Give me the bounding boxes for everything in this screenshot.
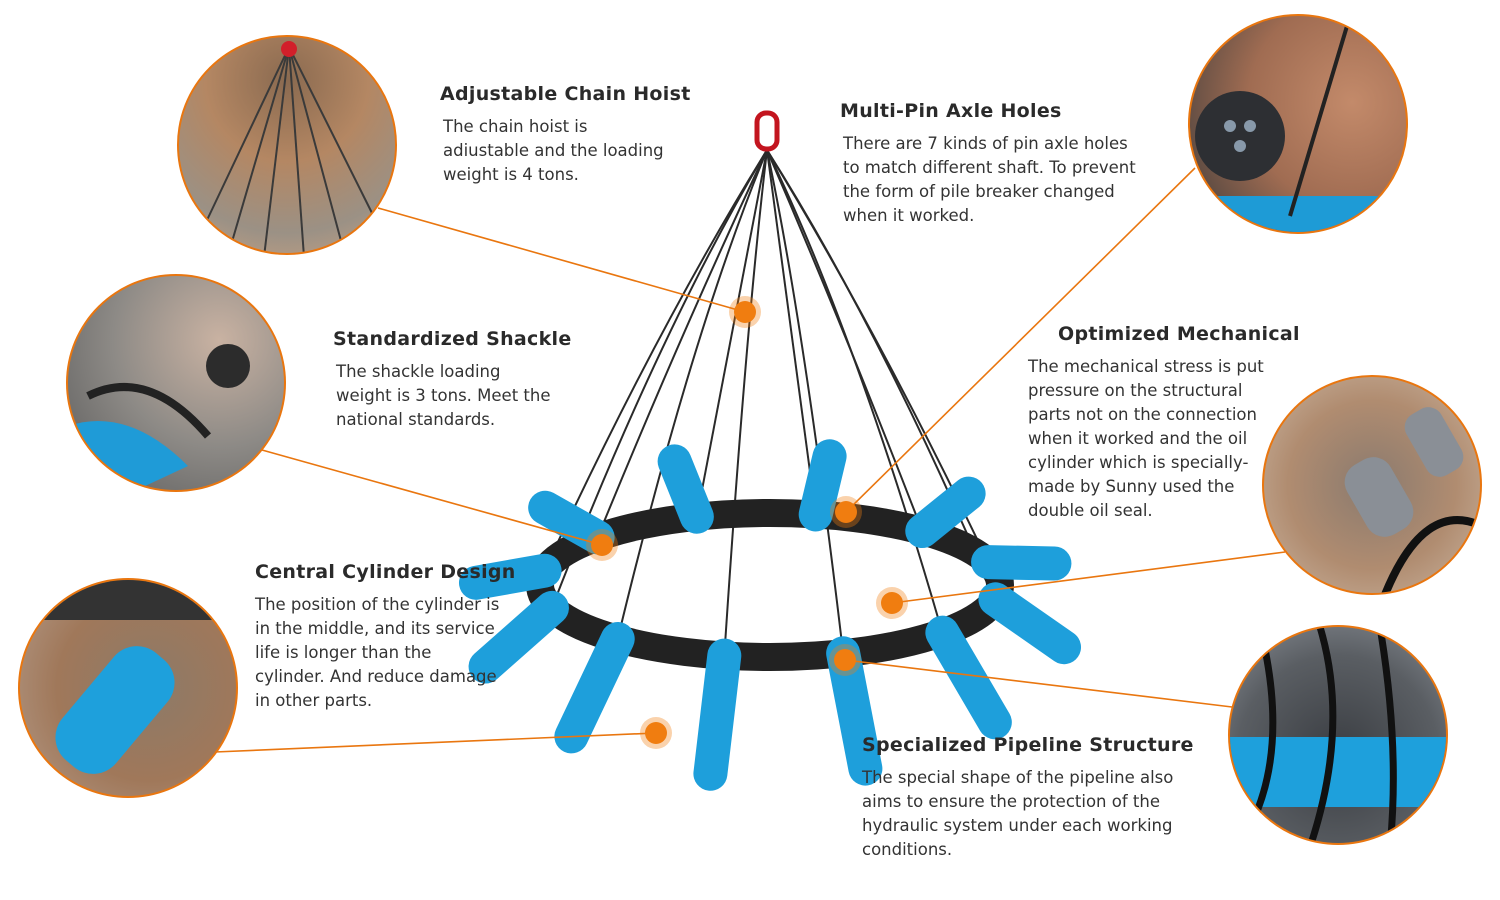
blue-cylinder [925, 615, 1012, 740]
chain [695, 149, 768, 517]
chain [766, 149, 845, 654]
chain [766, 149, 924, 532]
blue-cylinder [468, 590, 569, 684]
shackle-photo [66, 274, 286, 492]
feature-specialized-pipeline-structure: Specialized Pipeline Structure The speci… [862, 734, 1212, 862]
chain [616, 149, 768, 640]
chain-icon [198, 41, 380, 253]
optimized-mechanical-photo [1262, 375, 1482, 595]
feature-title: Standardized Shackle [333, 328, 572, 350]
feature-description: The chain hoist is adiustable and the lo… [443, 117, 664, 184]
feature-description: The position of the cylinder is in the m… [255, 595, 500, 710]
feature-title: Specialized Pipeline Structure [862, 734, 1194, 756]
blue-cylinder [458, 553, 562, 600]
blue-cylinder [978, 582, 1082, 665]
multi-pin-axle-photo [1188, 14, 1408, 234]
feature-adjustable-chain-hoist: Adjustable Chain Hoist The chain hoist i… [440, 83, 710, 187]
feature-description: There are 7 kinds of pin axle holes to m… [843, 134, 1136, 225]
chain [596, 149, 768, 538]
pipeline-structure-photo [1228, 625, 1448, 845]
feature-title: Multi-Pin Axle Holes [840, 100, 1062, 122]
feature-description: The mechanical stress is put pressure on… [1028, 357, 1264, 520]
feature-description: The special shape of the pipeline also a… [862, 768, 1174, 859]
feature-description: The shackle loading weight is 3 tons. Me… [336, 362, 551, 429]
blue-cylinder [693, 638, 742, 791]
feature-multi-pin-axle-holes: Multi-Pin Axle Holes There are 7 kinds o… [840, 100, 1150, 228]
feature-title: Optimized Mechanical [1058, 323, 1300, 345]
chain-hoist-photo [177, 35, 397, 255]
chain [766, 149, 817, 515]
blue-cylinder [798, 439, 847, 532]
chain-sling [543, 149, 997, 656]
feature-title: Central Cylinder Design [255, 561, 516, 583]
feature-central-cylinder-design: Central Cylinder Design The position of … [255, 561, 525, 713]
blue-cylinder [554, 621, 635, 754]
leader-lines [214, 167, 1286, 753]
hydraulic-cylinders [458, 439, 1082, 791]
blue-cylinder [528, 490, 615, 555]
master-link-icon [754, 110, 780, 152]
feature-title: Adjustable Chain Hoist [440, 83, 691, 105]
callout-dots [586, 296, 908, 749]
blue-cylinder [826, 636, 883, 786]
blue-cylinder [905, 476, 986, 549]
feature-optimized-mechanical: Optimized Mechanical The mechanical stre… [1028, 323, 1318, 523]
feature-standardized-shackle: Standardized Shackle The shackle loading… [333, 328, 593, 432]
chain [723, 149, 768, 656]
blue-cylinder [971, 545, 1072, 581]
blue-cylinder [657, 444, 714, 534]
